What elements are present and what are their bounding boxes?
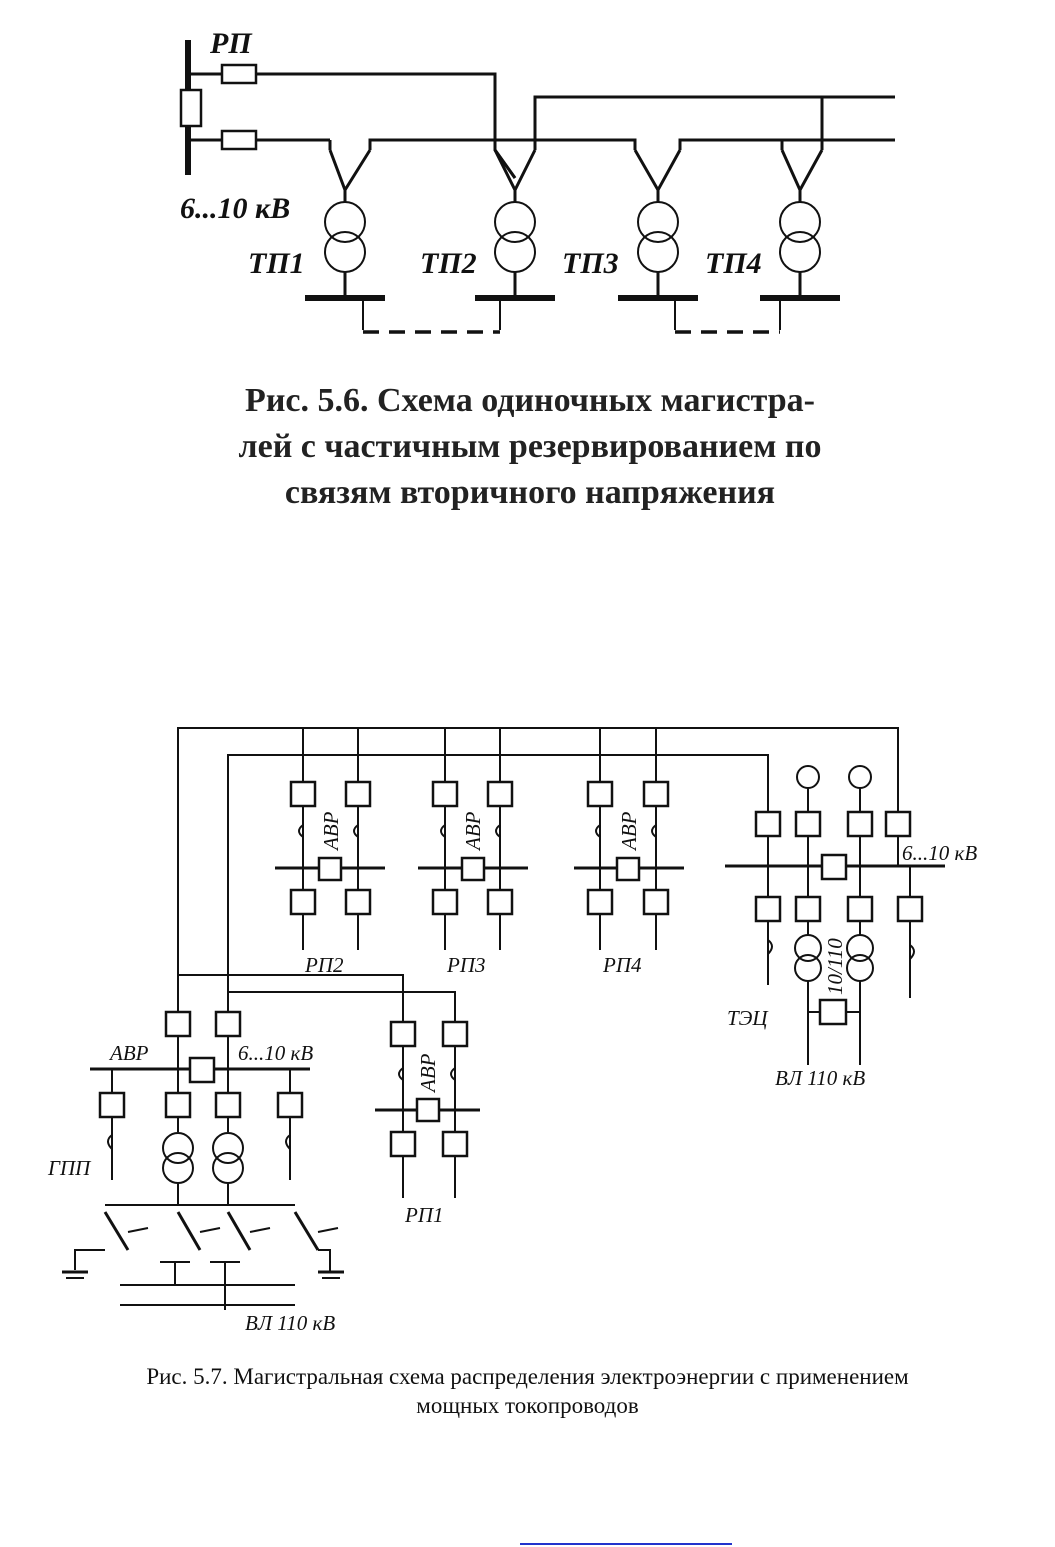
label-vl110-left: ВЛ 110 кВ	[245, 1311, 335, 1335]
label-tp3: ТП3	[562, 247, 619, 280]
transformer-tp4	[779, 190, 821, 298]
caption-line: Рис. 5.6. Схема одиночных магистра-	[245, 382, 815, 419]
label-voltage-tec: 6...10 кВ	[902, 841, 977, 865]
label-rp4: РП4	[602, 953, 642, 977]
hyperlink-underline[interactable]	[520, 1543, 732, 1545]
label-vl110-right: ВЛ 110 кВ	[775, 1066, 865, 1090]
generator-icon	[796, 765, 820, 789]
label-avr-rp1: АВР	[416, 1053, 440, 1094]
caption-line: Рис. 5.7. Магистральная схема распределе…	[146, 1364, 909, 1389]
label-rp: РП	[209, 27, 253, 60]
label-ratio: 10/110	[823, 938, 847, 995]
label-tp1: ТП1	[248, 247, 305, 280]
trunk-distribution-diagram: РП2 РП3 РП4 РП1 ГПП ТЭЦ ВЛ 110 кВ ВЛ 110…	[47, 727, 977, 1335]
figure-5-6-caption: Рис. 5.6. Схема одиночных магистра- лей …	[140, 378, 920, 516]
transformer-tp3	[637, 190, 679, 298]
transformer-tp1	[324, 190, 366, 298]
main-busway-2	[227, 754, 769, 1012]
label-rp3: РП3	[446, 953, 486, 977]
label-tec: ТЭЦ	[727, 1006, 769, 1030]
main-line-4	[368, 138, 637, 150]
label-avr-rp3: АВР	[461, 811, 485, 852]
main-busway-1	[177, 727, 899, 1012]
distribution-point-rp4	[574, 728, 684, 950]
caption-line: связям вторичного напряжения	[284, 474, 776, 511]
figure-5-6: РП 6...10 кВ ТП1 ТП2 ТП3 ТП4	[0, 0, 1055, 370]
main-step-down-substation-gpp	[62, 1010, 344, 1310]
generator-icon	[848, 765, 872, 789]
distribution-point-rp1	[375, 1020, 480, 1198]
label-rp2: РП2	[304, 953, 344, 977]
main-busway-rp1-b	[228, 991, 456, 1022]
label-avr-rp4: АВР	[617, 811, 641, 852]
caption-line: мощных токопроводов	[416, 1393, 639, 1418]
caption-line: лей с частичным резервированием по	[238, 428, 822, 465]
label-tp4: ТП4	[705, 247, 762, 280]
feeder-2-breaker	[220, 129, 258, 151]
figure-5-7: РП2 РП3 РП4 РП1 ГПП ТЭЦ ВЛ 110 кВ ВЛ 110…	[0, 700, 1055, 1350]
label-voltage: 6...10 кВ	[180, 192, 290, 225]
main-line-3	[533, 95, 824, 150]
single-mains-diagram: РП 6...10 кВ ТП1 ТП2 ТП3 ТП4	[179, 27, 895, 334]
figure-5-7-caption: Рис. 5.7. Магистральная схема распределе…	[0, 1362, 1055, 1420]
label-avr-rp2: АВР	[319, 811, 343, 852]
label-gpp: ГПП	[47, 1156, 92, 1180]
label-avr-gpp: АВР	[108, 1041, 149, 1065]
label-rp1: РП1	[404, 1203, 444, 1227]
label-voltage-gpp: 6...10 кВ	[238, 1041, 313, 1065]
distribution-point-rp3	[418, 728, 528, 950]
main-line-1	[256, 72, 517, 179]
label-tp2: ТП2	[420, 247, 477, 280]
main-busway-rp1-a	[178, 974, 404, 1022]
transformer-tp2	[494, 190, 536, 298]
section-reactor	[179, 88, 203, 128]
feeder-1-breaker	[220, 63, 258, 85]
power-plant-tec	[725, 765, 945, 1065]
distribution-point-rp2	[275, 728, 385, 950]
